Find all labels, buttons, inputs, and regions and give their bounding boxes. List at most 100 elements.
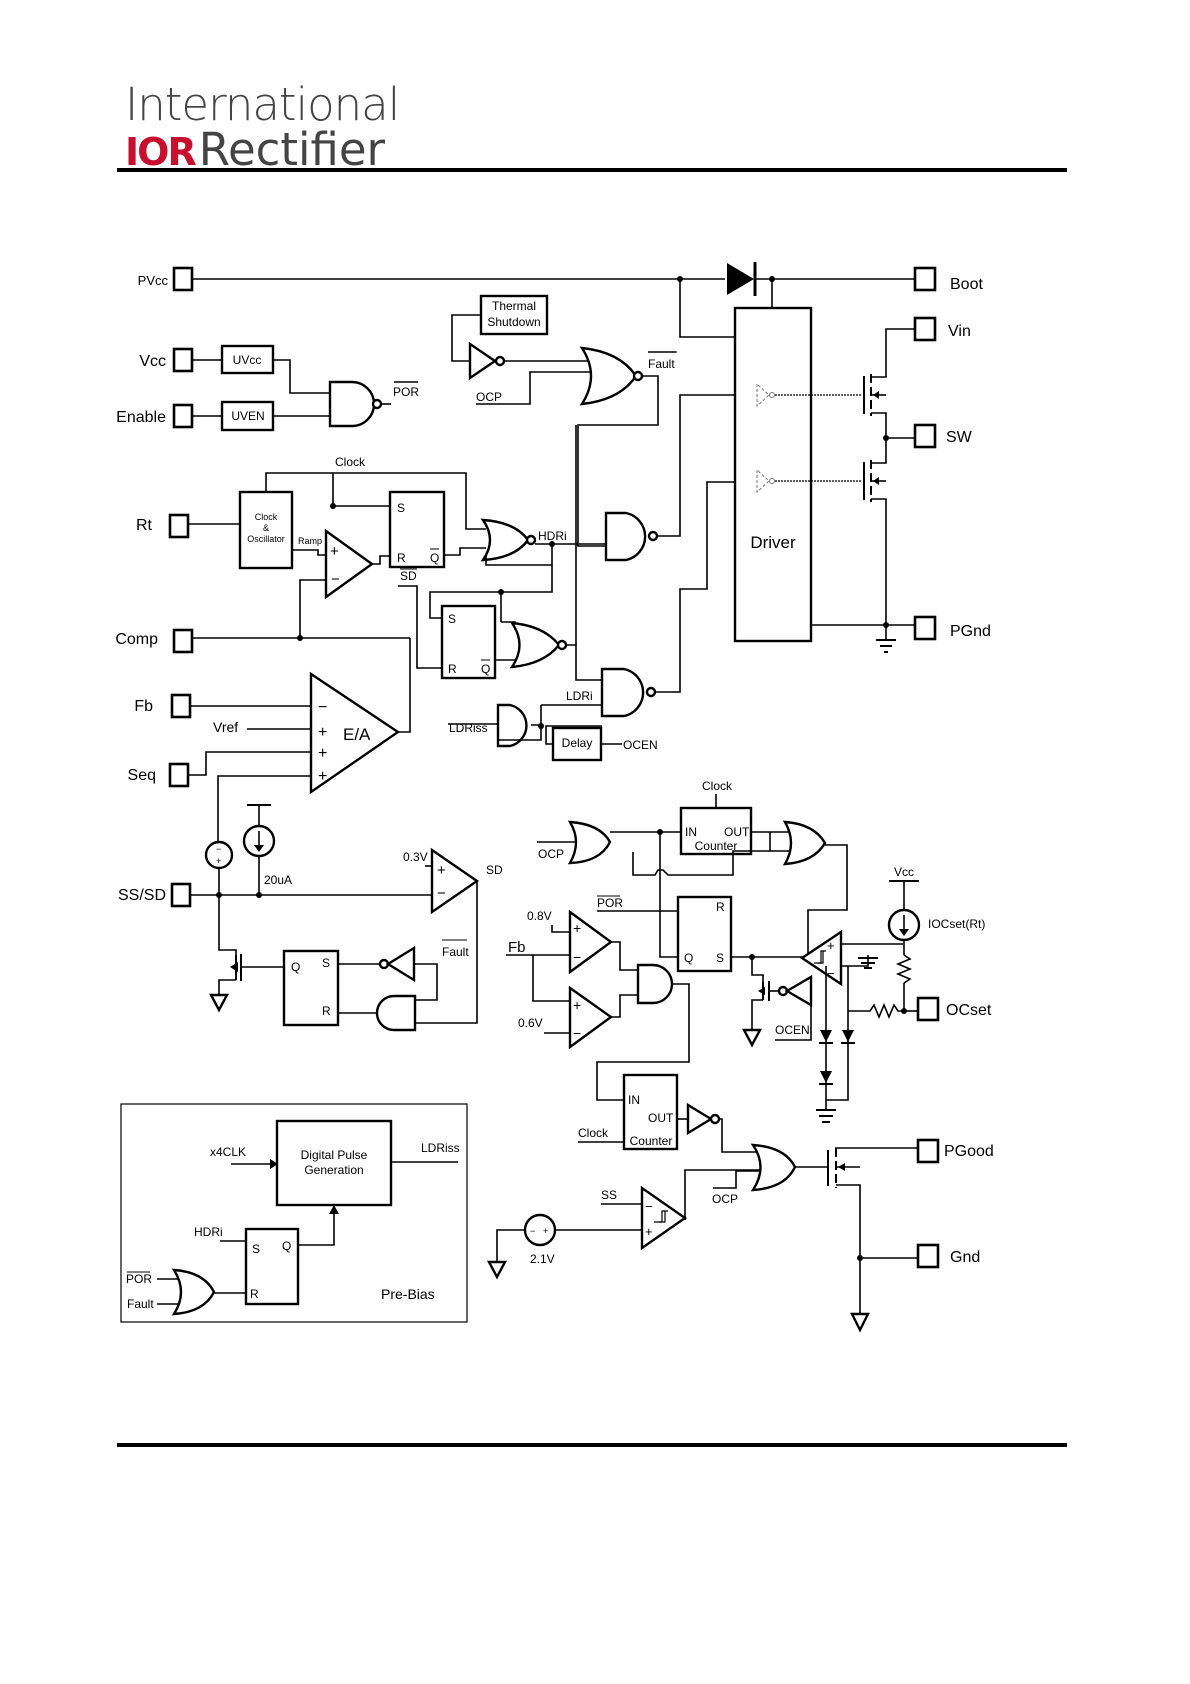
high-side-buffer [756,382,770,408]
counter-block-top [679,806,753,856]
latch1-qbar: Q [430,551,439,565]
driver-block [733,306,813,643]
left-pins: PVcc Vcc Enable Rt Comp Fb Seq SS/SD [115,266,194,908]
label-enable: Enable [116,409,166,426]
low-side-buffer [756,468,770,494]
ocp-comp-minus: − [827,966,835,981]
ldr-and-gate [600,667,645,718]
counter-bottom-label: Counter [630,1134,673,1148]
ss-src-minus: − [216,844,221,854]
prebias-section: Digital Pulse Generation x4CLK LDRiss S … [120,1103,468,1323]
pvcc-boot-rail [191,262,915,338]
ocp-counter-or-gate [782,820,827,866]
v03-label: 0.3V [403,850,428,864]
latch2-r: R [448,662,457,676]
latch2-qbar: Q [481,662,490,676]
v21-src-minus: − [530,1226,535,1236]
counter-bottom-out: OUT [648,1111,674,1125]
pin-ocset [916,996,940,1022]
pwm-plus: + [330,543,339,560]
error-amplifier [309,671,401,795]
x4clk-label: x4CLK [210,1145,246,1159]
iocset-label: IOCset(Rt) [928,917,985,931]
pgood-and-gate [636,963,674,1005]
logo-rectifier-text: Rectifier [198,123,386,176]
latch1-r: R [397,551,406,565]
ov-minus: − [573,949,581,965]
footer-rule [117,1443,1067,1447]
latch4-q: Q [684,951,693,965]
label-vin: Vin [948,323,971,340]
pin-enable [172,403,194,429]
v06-label: 0.6V [518,1016,543,1030]
sd-label-mid: SD [400,569,417,583]
counter-top-in: IN [685,825,697,839]
uv-minus: − [573,1025,581,1041]
pin-vcc [172,347,194,373]
pin-sssd [170,882,192,908]
v08-label: 0.8V [527,909,552,923]
ocset-resistor-1 [895,954,913,984]
company-logo: International IORRectifier [125,78,400,176]
right-pins: Boot Vin SW PGnd OCset PGood Gnd [913,266,994,1269]
ea-label: E/A [343,725,371,744]
pin-pvcc [172,266,194,292]
pwm-minus: − [331,571,340,588]
v21-label: 2.1V [530,1252,555,1266]
logo-line-rectifier: IORRectifier [125,123,399,176]
label-fb: Fb [134,698,153,715]
latch2-s: S [448,612,456,626]
prebias-or-gate [171,1268,216,1316]
fault-inverter [385,945,416,983]
pwm-section: Clock & Oscillator Clock Ramp + − S R Q … [188,455,606,669]
ocen-inverter [784,974,813,1008]
dpg-label-1: Digital Pulse [301,1148,368,1162]
thermal-label-2: Shutdown [487,315,540,329]
uvcc-label: UVcc [233,353,262,367]
fault-label-prebias: Fault [127,1297,154,1311]
20ua-label: 20uA [264,873,292,887]
label-ocset: OCset [946,1002,992,1019]
vref-label: Vref [213,719,238,735]
logo-line-international: International [125,78,400,131]
ocp-label-bottom: OCP [712,1192,738,1206]
pin-gnd [916,1243,940,1269]
hdri-label-prebias: HDRi [194,1225,223,1239]
label-seq: Seq [128,767,156,784]
label-rt: Rt [136,517,153,534]
counter-top-label: Counter [695,839,738,853]
pin-sw [913,423,937,449]
delay-label: Delay [562,736,593,750]
label-boot: Boot [950,276,983,293]
clock-oscillator-block [238,490,294,570]
hdri-label: HDRi [538,529,567,543]
pgood-or-gate [750,1143,797,1192]
ldriss-label-prebias: LDRiss [421,1141,460,1155]
clock-label-bottom: Clock [578,1126,609,1140]
v21-ground-icon [487,1260,507,1280]
latch4-r: R [716,900,725,914]
ldriss-and-gate [496,703,528,748]
sr-latch-ss [282,949,340,1027]
label-gnd: Gnd [950,1249,980,1266]
boot-diode [727,263,754,295]
pin-fb [170,693,192,719]
fault-or-gate [579,346,638,406]
latch3-s: S [322,956,330,970]
dpg-label-2: Generation [304,1163,363,1177]
ov-plus: + [573,920,581,936]
error-amp-section: E/A − + + + Vref [188,637,411,842]
pgood-inverter [686,1102,714,1136]
uv-plus: + [573,997,581,1013]
ocp-section: OCP Clock IN OUT Counter POR R Q S + − O… [537,779,985,1123]
header-rule [117,168,1067,172]
label-pgood: PGood [944,1143,994,1160]
sd-comparator [430,847,480,915]
ocset-resistor-2 [848,1002,904,1020]
ss-comp-minus: − [645,1199,653,1214]
ov-comparator [568,909,614,975]
power-stage [863,328,915,653]
ocen-label-mid: OCEN [775,1023,810,1037]
ocp-label-top: OCP [476,390,502,404]
thermal-label-1: Thermal [492,299,536,313]
